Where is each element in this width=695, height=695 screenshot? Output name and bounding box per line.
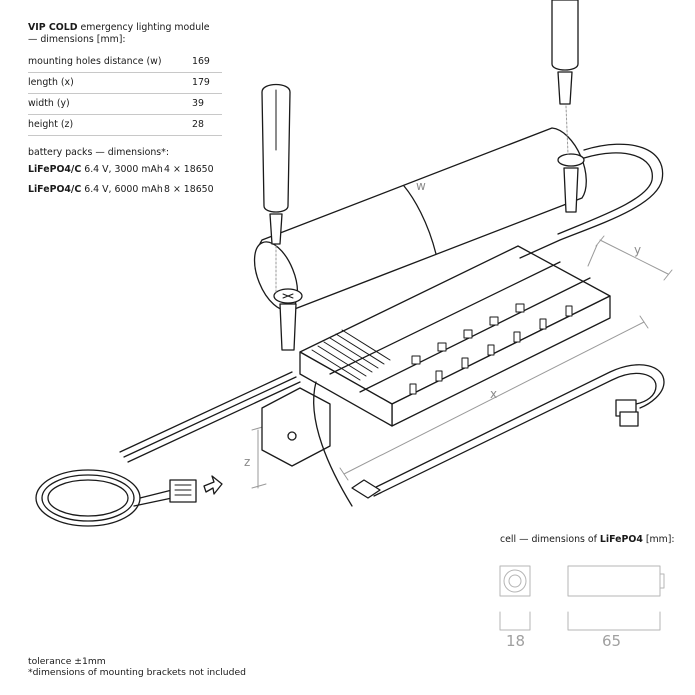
spec-label: mounting holes distance (w) <box>28 56 162 67</box>
label-z: z <box>244 455 250 469</box>
spec-title-rest: emergency lighting module <box>77 22 210 33</box>
screwdriver-right <box>551 0 579 105</box>
spec-value: 28 <box>192 119 204 130</box>
cell-diameter: 18 <box>506 632 526 650</box>
insert-arrow-icon <box>203 475 223 495</box>
bracket-note: *dimensions of mounting brackets not inc… <box>28 667 246 678</box>
screw-right <box>557 153 585 213</box>
cell-side-view <box>567 565 665 631</box>
screwdriver-left <box>261 83 291 245</box>
battery-value: 8 × 18650 <box>164 184 214 195</box>
spec-title: VIP COLD emergency lighting module — dim… <box>28 22 222 46</box>
footnotes: tolerance ±1mm *dimensions of mounting b… <box>28 656 246 678</box>
spec-row-mounting: mounting holes distance (w) 169 <box>28 52 222 73</box>
dimension-x <box>339 315 649 481</box>
mounting-bracket <box>261 387 331 467</box>
battery-value: 4 × 18650 <box>164 164 214 175</box>
spec-row-width: width (y) 39 <box>28 94 222 115</box>
mains-cable <box>369 364 665 497</box>
spec-label: width (y) <box>28 98 70 109</box>
battery-row-6000: LiFePO4/C 6.4 V, 6000 mAh 8 × 18650 <box>28 180 222 200</box>
spec-label: length (x) <box>28 77 74 88</box>
spec-label: height (z) <box>28 119 74 130</box>
spec-title-line2: — dimensions [mm]: <box>28 34 126 45</box>
spec-title-product: VIP COLD <box>28 22 78 33</box>
output-cable <box>119 371 301 463</box>
cell-title: cell — dimensions of LiFePO4 [mm]: <box>500 534 675 545</box>
spec-value: 169 <box>192 56 210 67</box>
guide-lines <box>275 105 569 295</box>
battery-heading: battery packs — dimensions*: <box>28 147 169 158</box>
dimension-y <box>587 235 673 281</box>
cell-length: 65 <box>602 632 622 650</box>
battery-row-3000: LiFePO4/C 6.4 V, 3000 mAh 4 × 18650 <box>28 160 222 180</box>
heatsink-fins <box>311 329 391 381</box>
label-y: y <box>634 243 641 257</box>
tolerance-note: tolerance ±1mm <box>28 656 106 667</box>
spec-value: 179 <box>192 77 210 88</box>
battery-label: LiFePO4/C 6.4 V, 3000 mAh <box>28 164 163 175</box>
battery-wire <box>519 143 664 259</box>
spec-row-height: height (z) 28 <box>28 115 222 136</box>
screw-left <box>273 288 303 351</box>
label-w: w <box>416 179 426 193</box>
cable-coil <box>35 469 173 527</box>
battery-label: LiFePO4/C 6.4 V, 6000 mAh <box>28 184 163 195</box>
module-housing <box>299 245 611 427</box>
rj-connector <box>169 479 197 503</box>
top-windows <box>411 303 525 365</box>
vent-slots <box>409 305 573 395</box>
spec-table: VIP COLD emergency lighting module — dim… <box>28 22 222 200</box>
spec-row-length: length (x) 179 <box>28 73 222 94</box>
spec-value: 39 <box>192 98 204 109</box>
module-plug <box>313 381 381 507</box>
cell-end-view <box>499 565 531 631</box>
label-x: x <box>490 387 497 401</box>
